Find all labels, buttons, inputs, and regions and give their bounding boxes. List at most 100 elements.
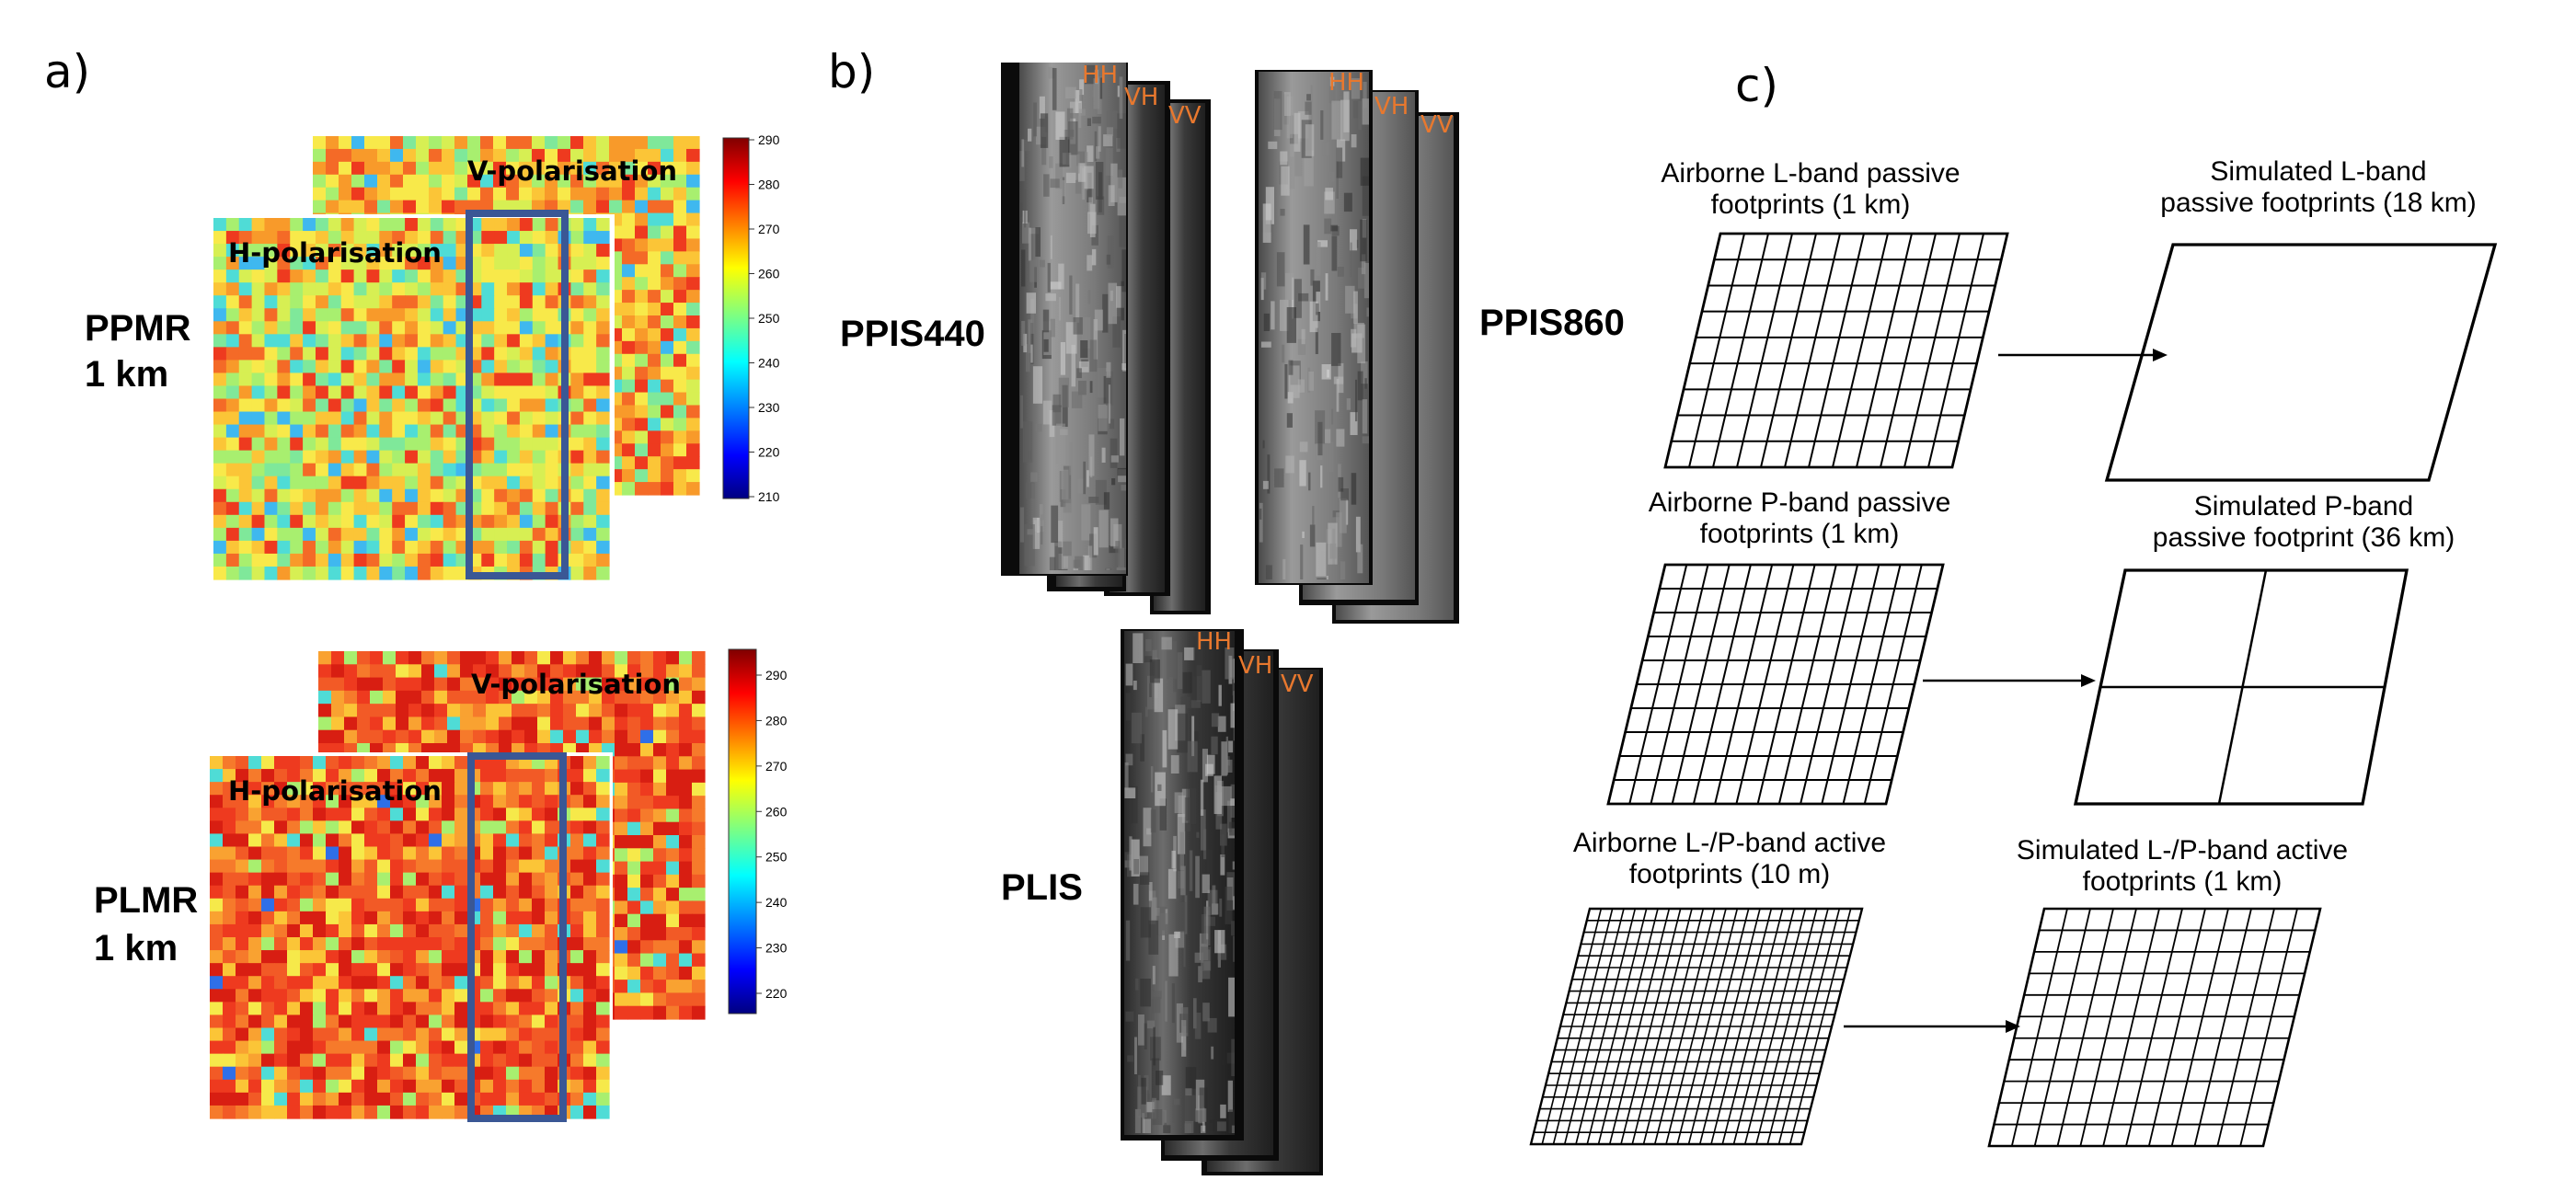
map-pixel: [303, 463, 316, 477]
map-pixel: [339, 885, 352, 900]
map-pixel: [493, 950, 507, 964]
map-pixel: [366, 501, 380, 516]
map-pixel: [303, 308, 316, 322]
map-pixel: [377, 769, 391, 783]
map-pixel: [507, 295, 521, 309]
map-pixel: [326, 1092, 339, 1106]
ppis860-hh-label: HH: [1328, 69, 1364, 97]
map-pixel: [576, 651, 590, 665]
map-pixel: [563, 716, 577, 731]
map-pixel: [248, 820, 262, 835]
map-pixel: [274, 833, 288, 848]
map-pixel: [290, 385, 304, 400]
map-pixel: [615, 953, 628, 968]
map-pixel: [429, 859, 443, 874]
sar-texture-streak: [1108, 185, 1115, 206]
map-pixel: [532, 833, 546, 848]
map-pixel: [340, 231, 355, 245]
map-pixel: [274, 1079, 288, 1094]
map-pixel: [315, 488, 329, 503]
map-pixel: [507, 488, 521, 503]
sar-texture-streak: [1154, 678, 1164, 713]
map-pixel: [661, 430, 674, 444]
sar-texture-streak: [1023, 333, 1028, 353]
sar-texture-streak: [1351, 78, 1361, 99]
map-pixel: [434, 716, 448, 731]
map-pixel: [370, 704, 384, 718]
map-pixel: [493, 795, 507, 808]
map-pixel: [653, 861, 667, 876]
sar-texture-streak: [1139, 855, 1148, 876]
map-pixel: [303, 295, 316, 309]
map-pixel: [261, 937, 275, 951]
map-pixel: [421, 677, 435, 692]
sar-texture-streak: [1222, 1059, 1225, 1066]
map-pixel: [447, 716, 461, 731]
map-pixel: [519, 820, 533, 835]
map-pixel: [392, 488, 406, 503]
map-pixel: [506, 1079, 520, 1094]
map-pixel: [417, 334, 431, 348]
map-pixel: [545, 218, 559, 232]
map-pixel: [545, 1079, 558, 1094]
map-pixel: [417, 476, 431, 490]
map-pixel: [583, 553, 597, 567]
map-pixel: [653, 729, 667, 744]
sar-texture-streak: [1089, 533, 1098, 558]
map-pixel: [331, 677, 345, 692]
sar-texture-streak: [1284, 92, 1291, 116]
map-pixel: [532, 898, 546, 912]
map-pixel: [290, 450, 304, 464]
map-pixel: [558, 161, 571, 176]
map-pixel: [379, 450, 393, 464]
map-pixel: [326, 885, 339, 900]
sar-texture-streak: [1185, 1067, 1197, 1089]
map-pixel: [679, 927, 693, 941]
map-pixel: [480, 963, 494, 977]
map-pixel: [532, 1079, 546, 1094]
map-pixel: [666, 927, 680, 941]
map-pixel: [507, 269, 521, 283]
map-pixel: [673, 212, 687, 227]
sar-texture-streak: [1033, 102, 1037, 137]
map-pixel: [290, 347, 304, 361]
sar-texture-streak: [1231, 921, 1235, 936]
map-pixel: [339, 1105, 352, 1119]
sar-texture-streak: [1049, 410, 1055, 438]
map-pixel: [210, 833, 224, 848]
map-pixel: [692, 704, 706, 718]
sar-texture-streak: [1051, 505, 1059, 544]
map-pixel: [583, 1053, 597, 1068]
map-pixel: [443, 269, 457, 283]
map-pixel: [494, 514, 508, 529]
map-pixel: [351, 1053, 365, 1068]
map-pixel: [627, 782, 641, 797]
map-pixel: [353, 450, 368, 464]
map-pixel: [315, 501, 329, 516]
map-pixel: [328, 257, 342, 270]
map-pixel: [615, 861, 628, 876]
map-pixel: [277, 450, 291, 464]
map-pixel: [661, 379, 674, 394]
map-pixel: [640, 835, 654, 849]
map-pixel: [480, 976, 494, 990]
sar-texture-streak: [1165, 980, 1167, 1022]
map-pixel: [686, 174, 700, 189]
map-pixel: [447, 704, 461, 718]
map-pixel: [454, 782, 468, 796]
map-pixel: [326, 950, 339, 964]
map-pixel: [454, 1014, 468, 1029]
map-pixel: [499, 677, 512, 692]
sar-texture-streak: [1093, 78, 1100, 109]
sar-texture-streak: [1352, 100, 1363, 119]
map-pixel: [493, 174, 507, 189]
map-pixel: [673, 379, 687, 394]
sar-texture-streak: [1274, 468, 1284, 487]
map-pixel: [264, 476, 278, 490]
map-pixel: [318, 729, 332, 744]
map-pixel: [261, 911, 275, 925]
map-pixel: [443, 218, 457, 232]
map-pixel: [429, 1002, 443, 1016]
sar-texture-streak: [1140, 872, 1150, 885]
map-pixel: [225, 501, 240, 516]
